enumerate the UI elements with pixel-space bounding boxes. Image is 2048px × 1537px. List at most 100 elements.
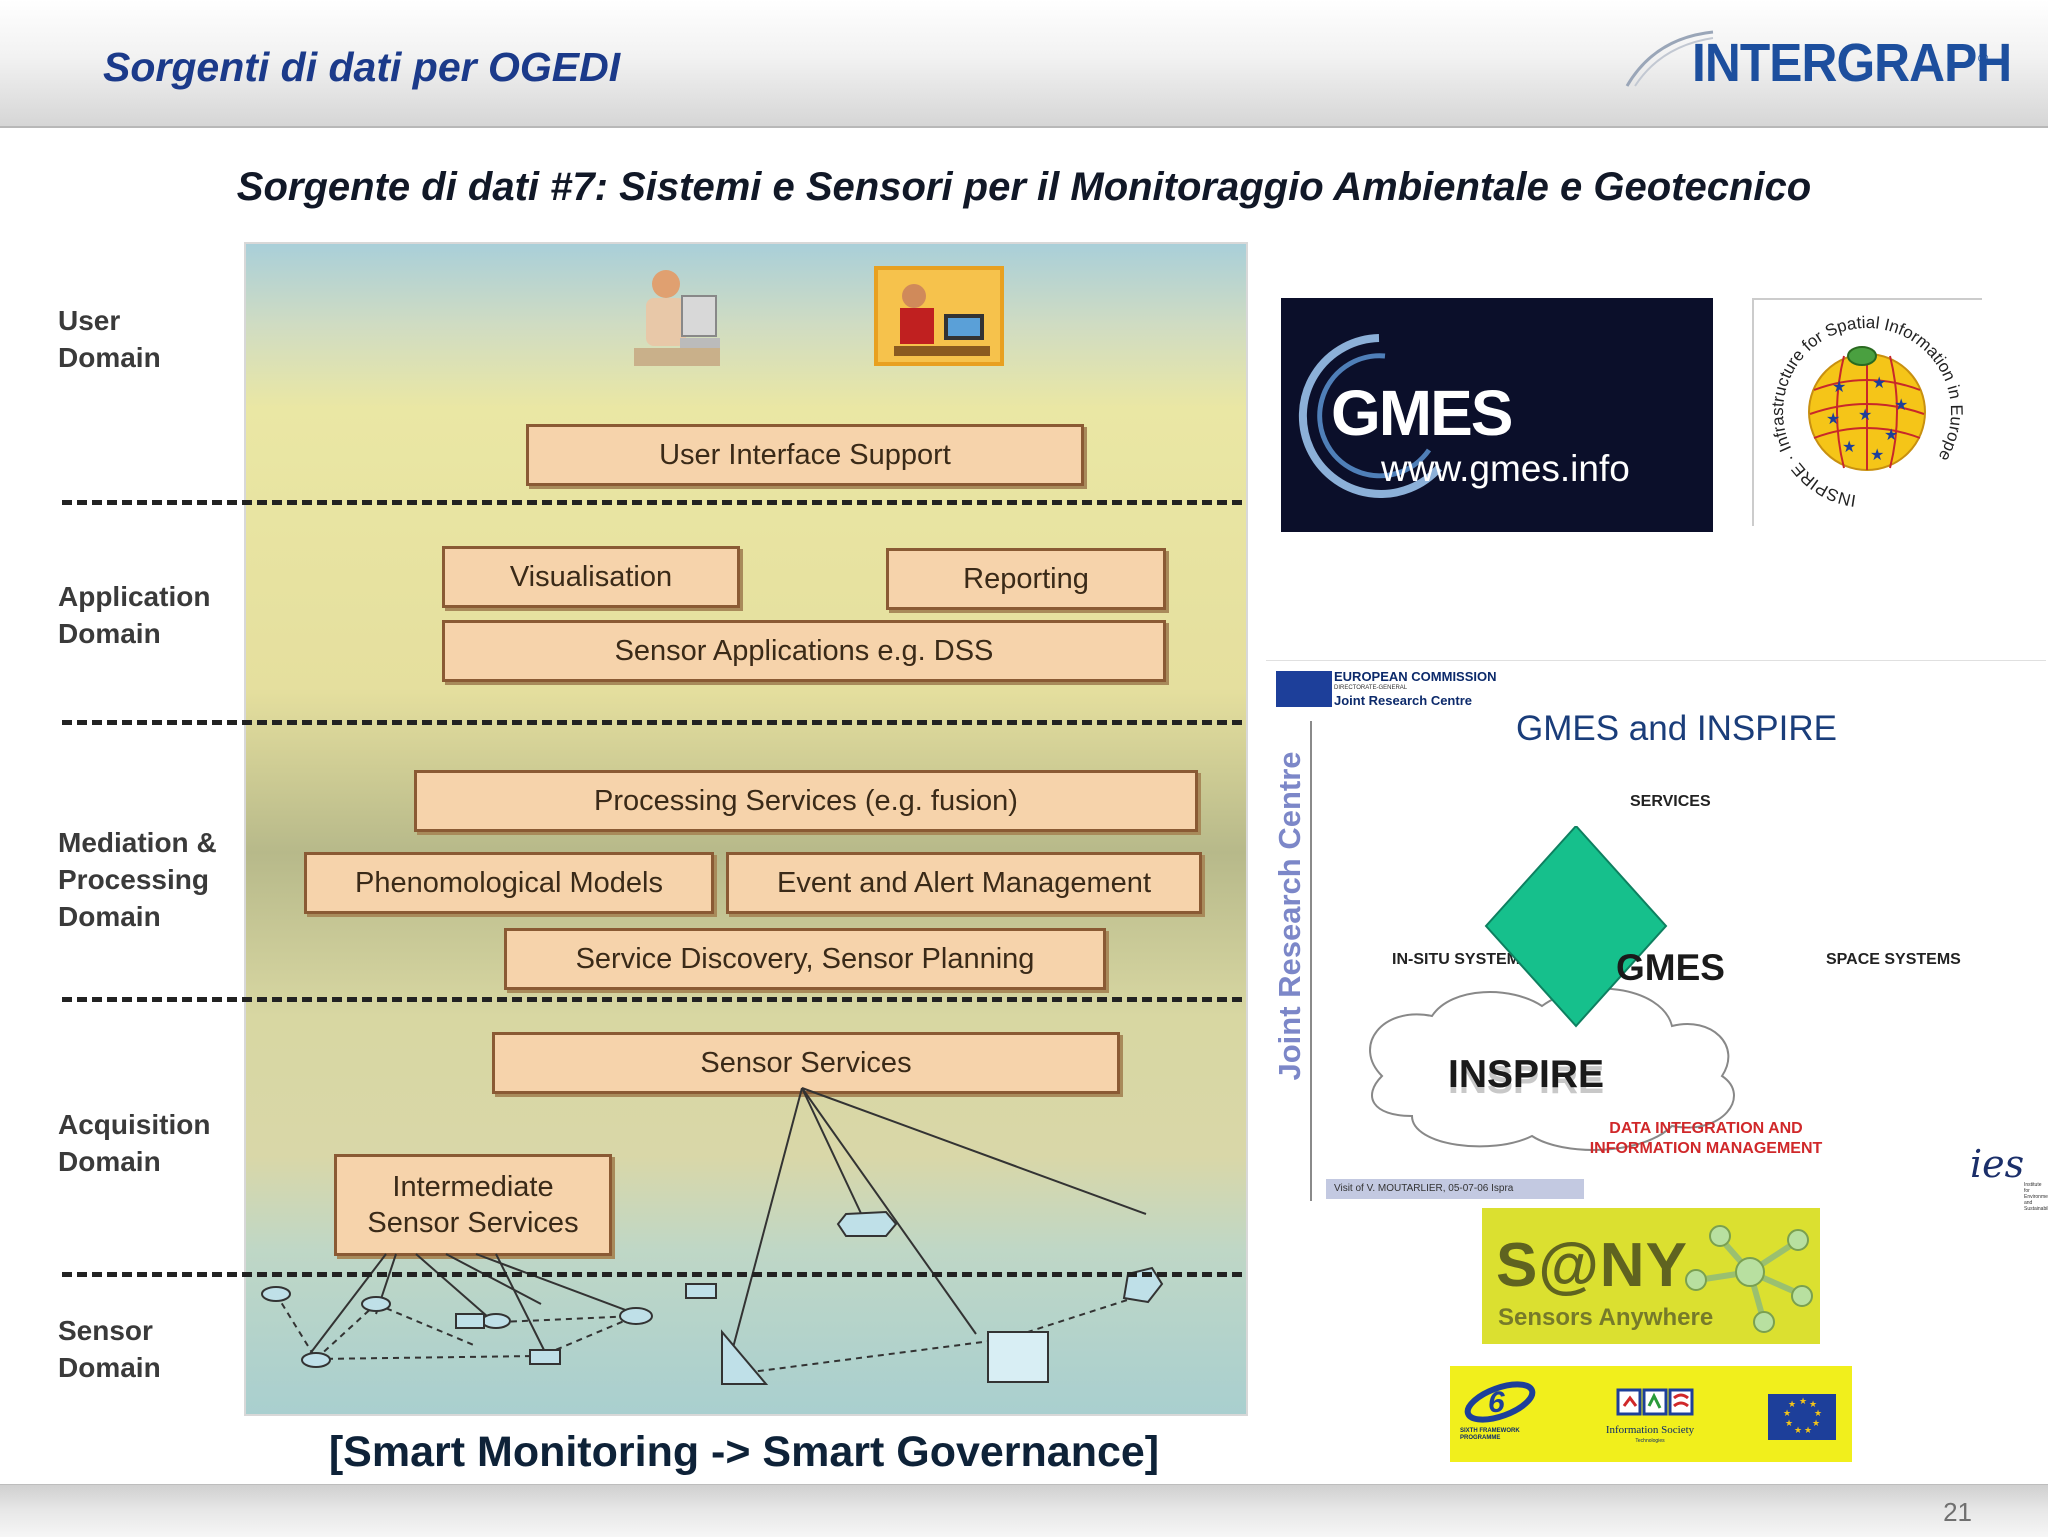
box-event-alert-management: Event and Alert Management (726, 852, 1202, 914)
in-situ-label: IN-SITU SYSTEMS (1392, 951, 1531, 968)
jrc-name-label: Joint Research Centre (1334, 693, 1472, 708)
sensor-node (261, 1286, 291, 1302)
registered-mark: ® (1978, 50, 1989, 66)
box-line: Sensor Services (367, 1207, 579, 1239)
sensor-node (301, 1352, 331, 1368)
sensor-architecture-diagram: User Interface Support Visualisation Rep… (244, 242, 1248, 1416)
jrc-vertical-label: Joint Research Centre (1272, 751, 1307, 1081)
information-society-icon (1616, 1388, 1694, 1416)
box-intermediate-sensor-services: Intermediate Sensor Services (334, 1154, 612, 1256)
sensor-link (495, 1253, 547, 1355)
sensor-dashed-link (275, 1293, 317, 1360)
jrc-ec-label: EUROPEAN COMMISSION (1334, 669, 1497, 684)
information-society-sub: Technologies (1635, 1438, 1665, 1444)
jrc-vertical-rule (1310, 721, 1312, 1201)
box-sensor-applications: Sensor Applications e.g. DSS (442, 620, 1166, 682)
data-integration-label: DATA INTEGRATION AND INFORMATION MANAGEM… (1556, 1119, 1856, 1159)
sensor-link (801, 1087, 1147, 1215)
svg-text:★: ★ (1832, 377, 1846, 396)
svg-text:★: ★ (1788, 1400, 1796, 1410)
intergraph-logo: INTERGRAPH (1692, 33, 2012, 93)
domain-label-line: Acquisition (58, 1109, 211, 1140)
slide-subtitle: Sorgente di dati #7: Sistemi e Sensori p… (236, 165, 1812, 209)
sensor-link (801, 1087, 977, 1335)
footer-bar (0, 1484, 2048, 1537)
space-systems-label: SPACE SYSTEMS (1826, 951, 1961, 968)
box-visualisation: Visualisation (442, 546, 740, 608)
laptop-user-icon (874, 266, 1004, 366)
inspire-badge: INSPIRE · Infrastructure for Spatial Inf… (1752, 298, 1982, 526)
diagram-caption: [Smart Monitoring -> Smart Governance] (328, 1428, 1160, 1476)
data-integration-line: INFORMATION MANAGEMENT (1589, 1140, 1823, 1157)
fp6-logo-strip: 6 SIXTH FRAMEWORK PROGRAMME Information … (1450, 1366, 1852, 1462)
domain-label-line: Processing (58, 864, 209, 895)
svg-text:★: ★ (1785, 1419, 1793, 1429)
domain-label-line: Domain (58, 618, 161, 649)
domain-label-line: Domain (58, 1146, 161, 1177)
sensor-node (455, 1313, 485, 1329)
svg-text:★: ★ (1804, 1426, 1812, 1436)
sensor-dashed-link (375, 1303, 477, 1347)
box-processing-services: Processing Services (e.g. fusion) (414, 770, 1198, 832)
sany-wordmark: S@NY (1496, 1231, 1688, 1300)
domain-label-line: Domain (58, 901, 161, 932)
eu-flag-icon: ★★★ ★★★ ★★★ (1768, 1394, 1836, 1440)
jrc-footer: Visit of V. MOUTARLIER, 05-07-06 Ispra (1326, 1179, 1584, 1199)
inspire-cloud (1369, 987, 1735, 1151)
ies-logo: ies (1970, 1142, 2025, 1186)
page-number: 21 (1943, 1497, 1972, 1527)
sensor-node (619, 1307, 653, 1325)
domain-label-line: Application (58, 581, 211, 612)
sensor-link (305, 1253, 387, 1360)
sensor-dashed-link (735, 1338, 1007, 1375)
gmes-diamond (1484, 826, 1668, 1028)
sensor-dashed-link (545, 1315, 637, 1355)
domain-separator (62, 1272, 1242, 1277)
box-sensor-services: Sensor Services (492, 1032, 1120, 1094)
svg-text:★: ★ (1799, 1397, 1807, 1407)
header-bar (0, 0, 2048, 128)
domain-label-mediation: Mediation & Processing Domain (58, 824, 217, 935)
svg-text:★: ★ (1814, 1409, 1822, 1419)
domain-separator (62, 500, 1242, 505)
sensor-node (836, 1210, 898, 1237)
fp6-icon: 6 (1464, 1381, 1536, 1423)
sany-logo: S@NY Sensors Anywhere (1482, 1208, 1820, 1344)
box-reporting: Reporting (886, 548, 1166, 610)
jrc-gmes-inspire-panel: EUROPEAN COMMISSION DIRECTORATE-GENERAL … (1266, 660, 2046, 1201)
domain-label-user: User Domain (58, 302, 161, 376)
svg-text:★: ★ (1884, 425, 1898, 444)
sensor-node (529, 1349, 561, 1365)
svg-text:★: ★ (1826, 409, 1840, 428)
svg-text:6: 6 (1488, 1386, 1505, 1419)
gmes-url: www.gmes.info (1381, 448, 1630, 489)
domain-label-line: Mediation & (58, 827, 217, 858)
sensor-network-graph (261, 1087, 1164, 1385)
jrc-panel-title: GMES and INSPIRE (1516, 709, 1837, 748)
inspire-ring-logo: INSPIRE · Infrastructure for Spatial Inf… (1768, 313, 1966, 510)
sensor-node (361, 1296, 391, 1312)
sensor-dashed-link (315, 1355, 537, 1360)
gmes-swirl-icon (1298, 334, 1442, 498)
sensor-link (725, 1087, 803, 1375)
svg-text:★: ★ (1872, 373, 1886, 392)
box-service-discovery: Service Discovery, Sensor Planning (504, 928, 1106, 990)
jrc-dg-label: DIRECTORATE-GENERAL (1334, 685, 1408, 691)
gmes-wordmark: GMES (1331, 377, 1513, 449)
desktop-user-icon (634, 270, 720, 366)
svg-text:★: ★ (1858, 405, 1872, 424)
sensor-node (685, 1283, 717, 1299)
sensor-link (801, 1087, 867, 1225)
svg-text:★: ★ (1783, 1409, 1791, 1419)
ies-logo-text: Institute for Environment and Sustainabi… (2024, 1182, 2048, 1212)
box-phenomological-models: Phenomological Models (304, 852, 714, 914)
domain-label-line: Domain (58, 342, 161, 373)
services-label: SERVICES (1630, 793, 1711, 810)
gmes-diamond-label: GMES (1616, 947, 1725, 988)
intergraph-swoosh-icon (1625, 30, 1714, 87)
sany-tagline: Sensors Anywhere (1498, 1304, 1714, 1331)
svg-text:★: ★ (1812, 1419, 1820, 1429)
sensor-dashed-link (455, 1315, 637, 1325)
domain-label-line: User (58, 305, 121, 336)
inspire-cloud-label: INSPIRE (1448, 1053, 1605, 1096)
